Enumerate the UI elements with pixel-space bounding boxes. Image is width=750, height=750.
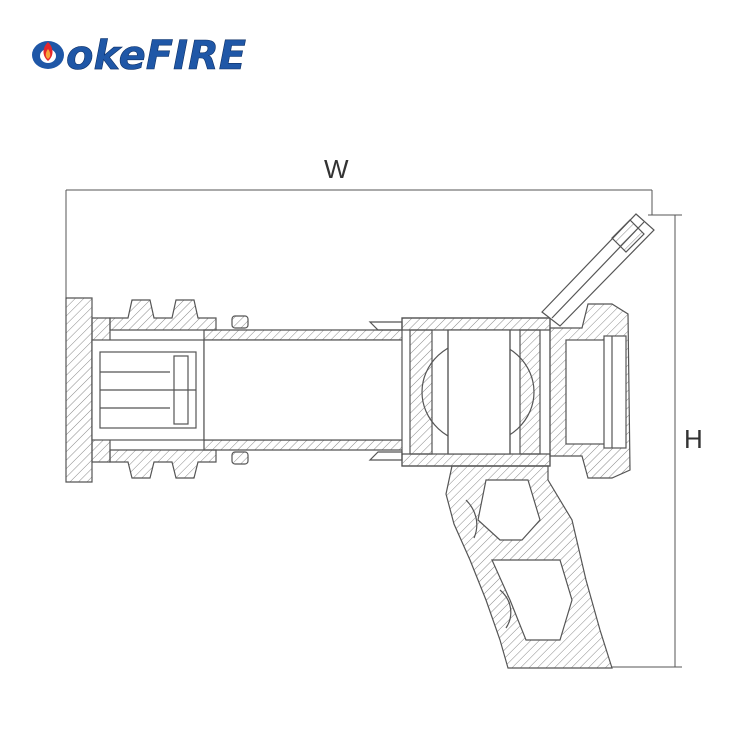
width-dimension-label: W bbox=[324, 154, 349, 184]
inlet-coupling bbox=[549, 303, 631, 479]
width-dimension-line bbox=[65, 189, 653, 300]
valve-lever bbox=[541, 213, 655, 327]
logo-text: okeFIRE bbox=[66, 33, 246, 78]
height-dimension-line bbox=[612, 214, 682, 668]
valve-body bbox=[368, 317, 551, 467]
height-dimension-label: H bbox=[684, 424, 703, 454]
brand-logo: okeFIRE bbox=[28, 28, 278, 78]
pistol-grip bbox=[445, 465, 613, 669]
nozzle-barrel bbox=[203, 315, 411, 465]
logo-mark: okeFIRE bbox=[32, 33, 246, 78]
nozzle-head bbox=[65, 297, 217, 483]
